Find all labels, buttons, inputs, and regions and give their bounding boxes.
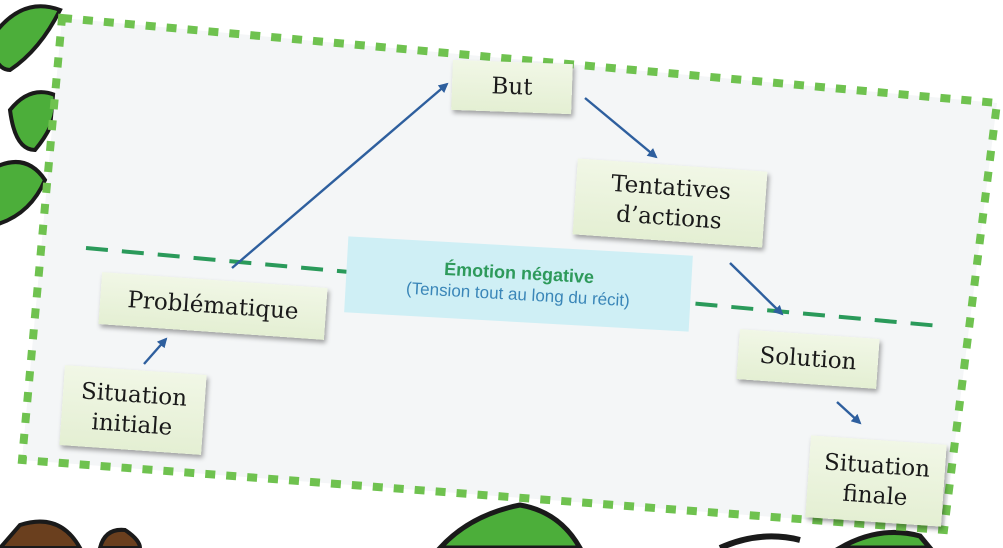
node-situation-finale-label: Situation finale: [823, 449, 931, 512]
node-situation-initiale: Situation initiale: [59, 365, 207, 455]
arrow-problematique-to-but: [231, 82, 449, 269]
trunk-decoration: [0, 519, 143, 548]
arrow-but-to-tentatives: [584, 97, 658, 159]
node-tentatives-label: Tentatives d’actions: [610, 170, 732, 235]
vine-decoration: [436, 502, 934, 548]
node-tentatives: Tentatives d’actions: [572, 158, 768, 248]
leaf-decoration-left: [0, 4, 63, 226]
node-situation-initiale-label: Situation initiale: [80, 378, 188, 441]
arrow-solution-to-finale: [836, 401, 862, 425]
arrow-tentatives-to-solution: [729, 262, 784, 316]
node-but: But: [451, 59, 573, 115]
node-but-label: But: [491, 73, 533, 101]
node-situation-finale: Situation finale: [805, 435, 947, 527]
node-problematique-label: Problématique: [126, 287, 300, 325]
node-solution-label: Solution: [758, 342, 858, 376]
arrow-initiale-to-problematique: [143, 337, 168, 365]
node-solution: Solution: [736, 329, 880, 389]
